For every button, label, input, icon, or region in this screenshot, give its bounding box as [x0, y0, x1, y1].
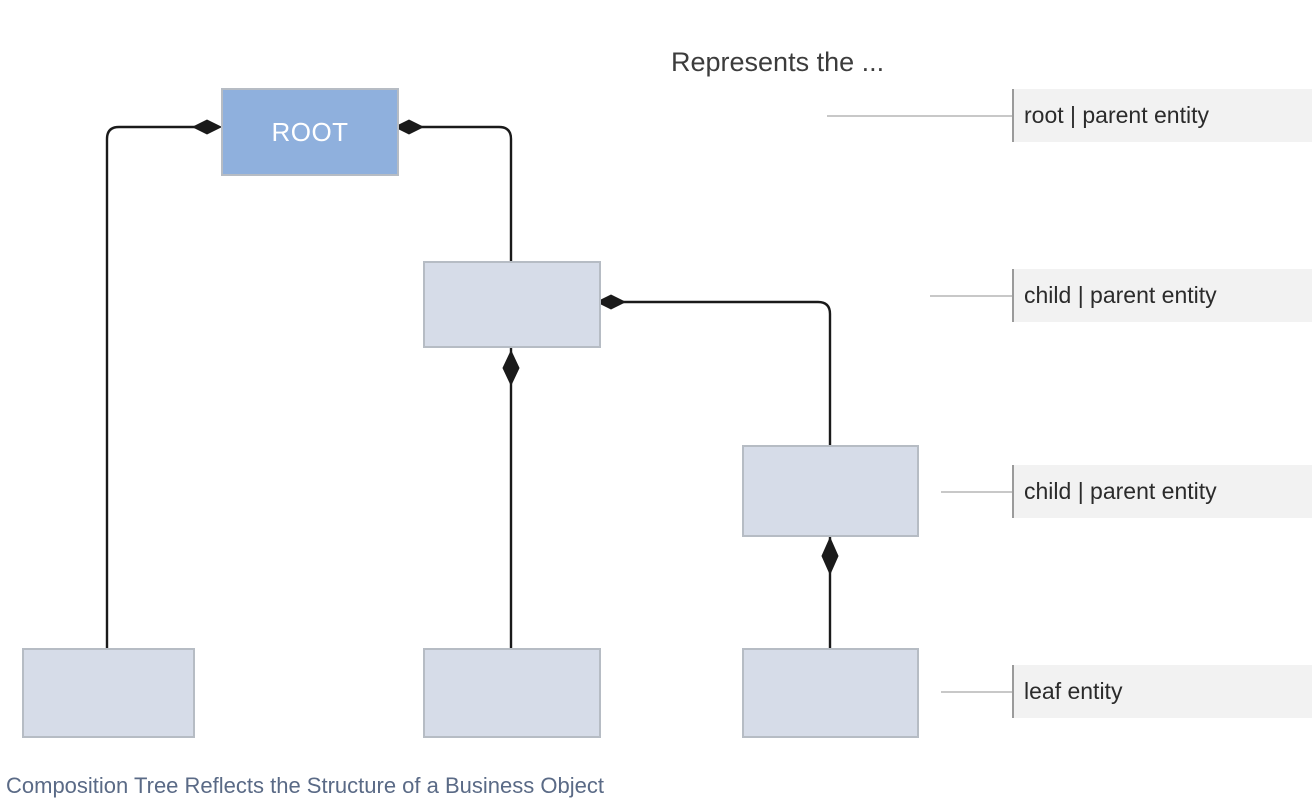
composition-diamond-root-right	[393, 119, 425, 135]
legend-row-leaf-label: leaf entity	[1024, 678, 1123, 704]
diagram-caption: Composition Tree Reflects the Structure …	[6, 773, 604, 798]
legend-row-child-1-label: child | parent entity	[1024, 282, 1217, 308]
leader-line-child-1	[930, 295, 1012, 297]
entity-box-root[interactable]: ROOT	[221, 88, 399, 176]
leader-line-leaf	[941, 691, 1012, 693]
legend-heading: Represents the ...	[671, 47, 885, 77]
entity-box-right-mid[interactable]	[742, 445, 919, 537]
entity-box-leaf-right[interactable]	[742, 648, 919, 738]
connector-root-to-mid	[405, 125, 513, 261]
entity-box-leaf-left[interactable]	[22, 648, 195, 738]
entity-box-leaf-mid[interactable]	[423, 648, 601, 738]
legend-row-child-1[interactable]: child | parent entity	[1012, 269, 1312, 322]
composition-diamond-mid-bottom	[502, 349, 520, 387]
entity-box-root-label: ROOT	[271, 117, 349, 147]
legend-row-child-2[interactable]: child | parent entity	[1012, 465, 1312, 518]
legend-row-root-label: root | parent entity	[1024, 102, 1209, 128]
entity-box-mid[interactable]	[423, 261, 601, 348]
composition-diamond-mid-right	[595, 294, 627, 310]
legend-row-leaf[interactable]: leaf entity	[1012, 665, 1312, 718]
leader-line-root	[827, 115, 1012, 117]
composition-diamond-root-left	[191, 119, 223, 135]
leader-line-child-2	[941, 491, 1012, 493]
legend-row-root[interactable]: root | parent entity	[1012, 89, 1312, 142]
composition-diamond-right-mid-bottom	[821, 536, 839, 576]
legend-row-child-2-label: child | parent entity	[1024, 478, 1217, 504]
connector-root-to-leaf-left	[105, 125, 211, 648]
connector-mid-to-right-mid	[607, 300, 832, 445]
